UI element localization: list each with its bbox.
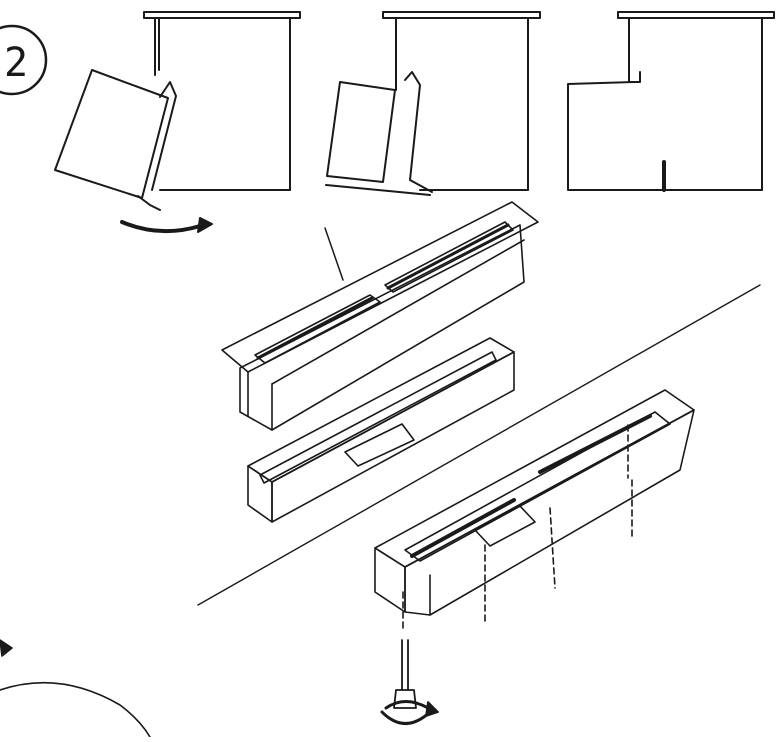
- leader-line: [324, 227, 344, 281]
- assembled-unit: [374, 389, 695, 629]
- curved-arrow-icon: [120, 217, 213, 234]
- burner-tray: [247, 337, 515, 523]
- partial-left-graphic: [0, 639, 151, 738]
- step-number-badge: 2: [0, 24, 48, 96]
- step-number: 2: [4, 40, 28, 86]
- adjustable-foot-icon: [380, 639, 439, 725]
- floor-line: [197, 284, 761, 606]
- panel-installed: [567, 11, 775, 192]
- burner-top-plate: [221, 201, 539, 431]
- rotate-arrow-icon: [380, 700, 439, 725]
- panel-slide-in: [54, 11, 344, 281]
- panel-pivot-up: [325, 11, 541, 196]
